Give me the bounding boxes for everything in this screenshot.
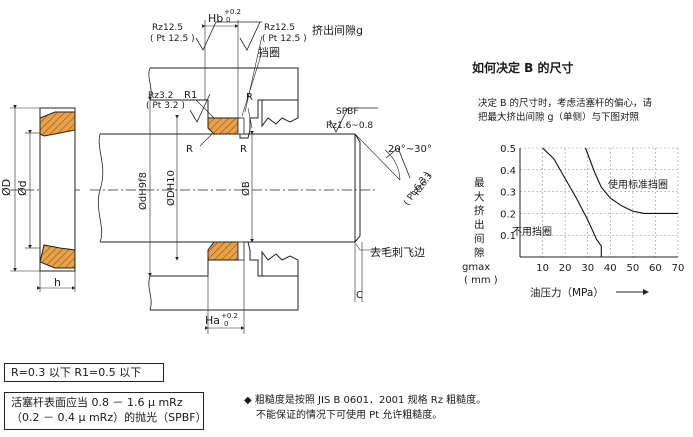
- ylabel-char-1: 大: [474, 190, 485, 203]
- rz-groove: Rz3.2: [148, 91, 173, 101]
- chart-title: 如何决定 B 的尺寸: [472, 60, 574, 75]
- radius-note: R=0.3 以下 R1=0.5 以下: [4, 363, 164, 382]
- series-line-standard-backup: [584, 147, 678, 214]
- finish-line-2: （0.2 － 0.4 μ mRz）的抛光（SPBF）: [11, 411, 207, 424]
- chart-description-2: 把最大挤出间隙 g（单侧）与下图对照: [478, 111, 640, 123]
- finish-line-1: 活塞杆表面应当 0.8 － 1.6 μ mRz: [11, 396, 183, 409]
- backup-ring-bottom: [237, 241, 245, 261]
- x-tick-label: 30: [581, 263, 594, 274]
- jis-note-1: ◆ 粗糙度是按照 JIS B 0601．2001 规格 Rz 粗糙度。: [244, 395, 487, 406]
- pt-chamfer: ( Pt 6.3 ): [402, 170, 432, 208]
- x-tick-label: 10: [536, 263, 549, 274]
- x-tick-label: 20: [559, 263, 572, 274]
- x-tick-label: 70: [672, 263, 685, 274]
- x-tick-label: 50: [626, 263, 639, 274]
- dim-h-label: h: [54, 276, 61, 289]
- ylabel-unit-1: gmax: [462, 262, 490, 273]
- seal-bottom-hatch: [39, 244, 76, 269]
- angle-label: 20°~30°: [388, 144, 432, 155]
- x-tick-label: 40: [604, 263, 617, 274]
- c-label: C: [356, 290, 363, 301]
- finish-note: 活塞杆表面应当 0.8 － 1.6 μ mRz （0.2 － 0.4 μ mRz…: [4, 392, 207, 430]
- y-tick-label: 0.3: [500, 188, 516, 199]
- hb-tol-upper: +0.2: [224, 8, 241, 16]
- y-tick-label: 0.4: [500, 166, 516, 177]
- ha-tol-lower: 0: [224, 320, 228, 328]
- series-line-no-backup: [542, 147, 602, 257]
- r-lower-left-label: R: [186, 144, 193, 155]
- gmax-chart: 10 20 30 40 50 60 70 0.1 0.2 0.3 0.4 0.5: [500, 144, 684, 274]
- seal-top-hatch: [39, 111, 76, 137]
- rz-top-left: Rz12.5: [152, 23, 183, 33]
- r1-label: R1: [184, 90, 197, 101]
- ylabel-char-2: 挤: [474, 204, 485, 217]
- seal-section-view: [10, 105, 80, 292]
- dim-dh9f8-label: ØdH9f8: [137, 172, 149, 210]
- dim-D-label: ØD: [0, 179, 13, 196]
- deburr-label: 去毛刺飞边: [370, 246, 425, 259]
- y-tick-label: 0.2: [500, 209, 516, 220]
- ylabel-char-3: 出: [474, 218, 485, 231]
- ha-label: Ha: [205, 314, 220, 327]
- dim-dh10-label: ØDH10: [165, 170, 177, 206]
- extrusion-gap-label: 挤出间隙g: [312, 23, 363, 37]
- rz-top-right: Rz12.5: [264, 23, 295, 33]
- x-tick-label: 60: [649, 263, 662, 274]
- assembly-view: [90, 20, 411, 334]
- pt-groove: ( Pt 3.2 ): [146, 101, 185, 111]
- backup-ring-label: 挡圈: [258, 45, 280, 59]
- rz-rod-label: Rz1.6~0.8: [326, 121, 373, 131]
- hb-tol-lower: 0: [226, 16, 230, 24]
- ha-tol-upper: +0.2: [221, 312, 238, 320]
- backup-ring-top: [237, 117, 245, 135]
- dim-d-label: Ød: [16, 180, 29, 196]
- hb-label: Hb: [208, 12, 223, 25]
- installed-seal-bottom: [207, 241, 239, 261]
- y-tick-label: 0.5: [500, 144, 516, 155]
- ylabel-char-4: 间: [474, 232, 485, 245]
- chart-description-1: 决定 B 的尺寸时，考虑活塞杆的偏心，请: [478, 97, 653, 109]
- xlabel: 油压力（MPa）: [530, 286, 604, 299]
- spbf-label: SPBF: [336, 107, 359, 117]
- pt-top-left: ( Pt 12.5 ): [150, 34, 195, 44]
- ylabel-unit-2: ( mm ): [464, 275, 498, 286]
- series-label-none: 不用挡圈: [512, 225, 552, 238]
- ylabel-char-0: 最: [474, 177, 485, 189]
- y-tick-label: 0.1: [500, 231, 516, 242]
- ylabel-char-5: 隙: [474, 246, 485, 259]
- r-upper-label: R: [246, 92, 253, 103]
- pt-top-right: ( Pt 12.5 ): [262, 34, 307, 44]
- installed-seal-top: [207, 117, 239, 135]
- series-label-standard: 使用标准挡圈: [608, 178, 668, 191]
- dim-B-label: ØB: [240, 181, 252, 196]
- r-lower-right-label: R: [240, 144, 247, 155]
- jis-note-2: 不能保证的情况下可使用 Pt 允许粗糙度。: [256, 410, 443, 421]
